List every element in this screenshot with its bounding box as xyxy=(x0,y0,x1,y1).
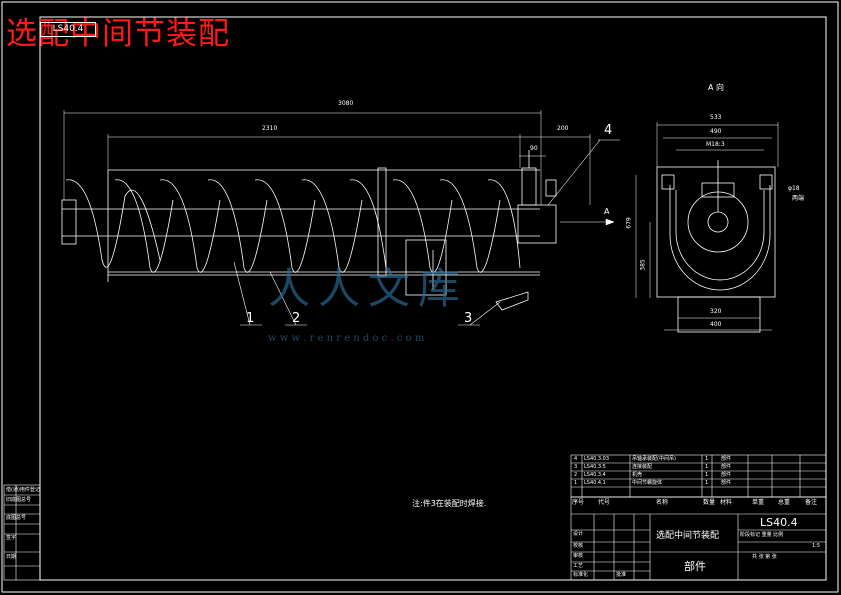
bom-header-code: 代号 xyxy=(598,499,611,506)
bom-header-qty: 数量 xyxy=(703,499,716,506)
balloon-2: 2 xyxy=(292,311,301,326)
balloon-1: 1 xyxy=(246,311,255,326)
bom-header-material: 材料 xyxy=(720,499,733,506)
dim-bottom-outer: 400 xyxy=(710,321,722,328)
title-block-row-label: 标准化 xyxy=(573,572,589,578)
bom-no: 2 xyxy=(574,472,578,478)
bom-header-total-weight: 总重 xyxy=(778,499,791,506)
bom-name: 吊轴承装配(中间吊) xyxy=(632,456,676,462)
title-block-stage-labels: 阶段标记 重量 比例 xyxy=(740,532,784,538)
title-block-scale: 1:5 xyxy=(812,543,821,549)
title-block-row-label: 批准 xyxy=(616,572,627,578)
dim-height-total: 679 xyxy=(625,217,633,229)
dim-screw-length: 2310 xyxy=(262,125,278,132)
balloon-leaders xyxy=(233,139,620,326)
title-block-drawing-number: LS40.4 xyxy=(760,516,798,529)
dim-side-inner: 490 xyxy=(710,128,722,135)
bom-code: LS40.3.5 xyxy=(584,464,606,470)
bom-name: 机壳 xyxy=(632,472,643,478)
watermark-logo-text: 人人文库 xyxy=(268,264,469,313)
bom-header-unit-weight: 单重 xyxy=(752,499,765,506)
dim-side-top: 533 xyxy=(710,114,722,121)
title-block-row-label: 审核 xyxy=(573,553,584,559)
registration-label: 旧底图总号 xyxy=(6,497,32,503)
bom-no: 3 xyxy=(574,464,578,470)
bom-header-name: 名称 xyxy=(656,499,669,506)
left-registration-column xyxy=(3,484,41,581)
dim-center-mark: M18:3 xyxy=(706,141,725,148)
registration-label: 底图总号 xyxy=(6,515,27,521)
bom-no: 4 xyxy=(574,456,578,462)
bom-remark: 部件 xyxy=(721,456,732,462)
assembly-note: 注:件3在装配时焊接. xyxy=(412,499,487,508)
side-note-ends: 两端 xyxy=(792,195,805,202)
title-block-type: 部件 xyxy=(684,560,706,573)
balloon-3: 3 xyxy=(464,311,473,326)
bom-code: LS40.3.4 xyxy=(584,472,606,478)
dim-bottom-inner: 320 xyxy=(710,308,722,315)
bom-qty: 1 xyxy=(705,464,709,470)
side-note-hole: φ18 xyxy=(788,185,800,192)
registration-label: 借(通)用件登记 xyxy=(6,487,40,493)
bom-name: 连接装配 xyxy=(632,464,653,470)
bom-name: 中间节螺旋体 xyxy=(632,480,663,486)
bom-qty: 1 xyxy=(705,480,709,486)
dim-small: 90 xyxy=(530,145,538,152)
side-dimensions xyxy=(635,122,779,331)
title-block-row-label: 设计 xyxy=(573,531,584,537)
arrow-a-label: A xyxy=(604,207,610,216)
title-block-row-label: 工艺 xyxy=(573,563,584,569)
bom-code: LS40.3.03 xyxy=(584,456,610,462)
title-block-drawing-name: 选配中间节装配 xyxy=(656,531,720,541)
bom-table-lines xyxy=(570,454,827,581)
bom-remark: 部件 xyxy=(721,480,732,486)
registration-label: 签字 xyxy=(6,535,17,541)
dim-overall-length: 3080 xyxy=(338,100,354,107)
watermark-url: w w w . r e n r e n d o c . c o m xyxy=(268,333,425,344)
drawing-code-box: LS40.4 xyxy=(40,22,96,37)
title-block-row-label: 校核 xyxy=(573,543,584,549)
main-dimensions xyxy=(63,110,615,226)
dim-height-lower: 385 xyxy=(639,259,647,271)
bom-header-remark: 备注 xyxy=(805,499,818,506)
bom-no: 1 xyxy=(574,480,578,486)
side-view xyxy=(656,160,776,333)
main-view xyxy=(61,150,557,311)
view-a-label: A 向 xyxy=(708,83,725,92)
dim-end-length: 200 xyxy=(557,125,569,132)
title-block-sheet-info: 共 张 第 张 xyxy=(752,554,777,560)
bom-header-no: 序号 xyxy=(572,499,585,506)
balloon-4: 4 xyxy=(604,123,613,138)
registration-label: 日期 xyxy=(6,554,17,560)
bom-remark: 部件 xyxy=(721,464,732,470)
bom-remark: 部件 xyxy=(721,472,732,478)
bom-qty: 1 xyxy=(705,456,709,462)
bom-qty: 1 xyxy=(705,472,709,478)
bom-code: LS40.4.1 xyxy=(584,480,606,486)
